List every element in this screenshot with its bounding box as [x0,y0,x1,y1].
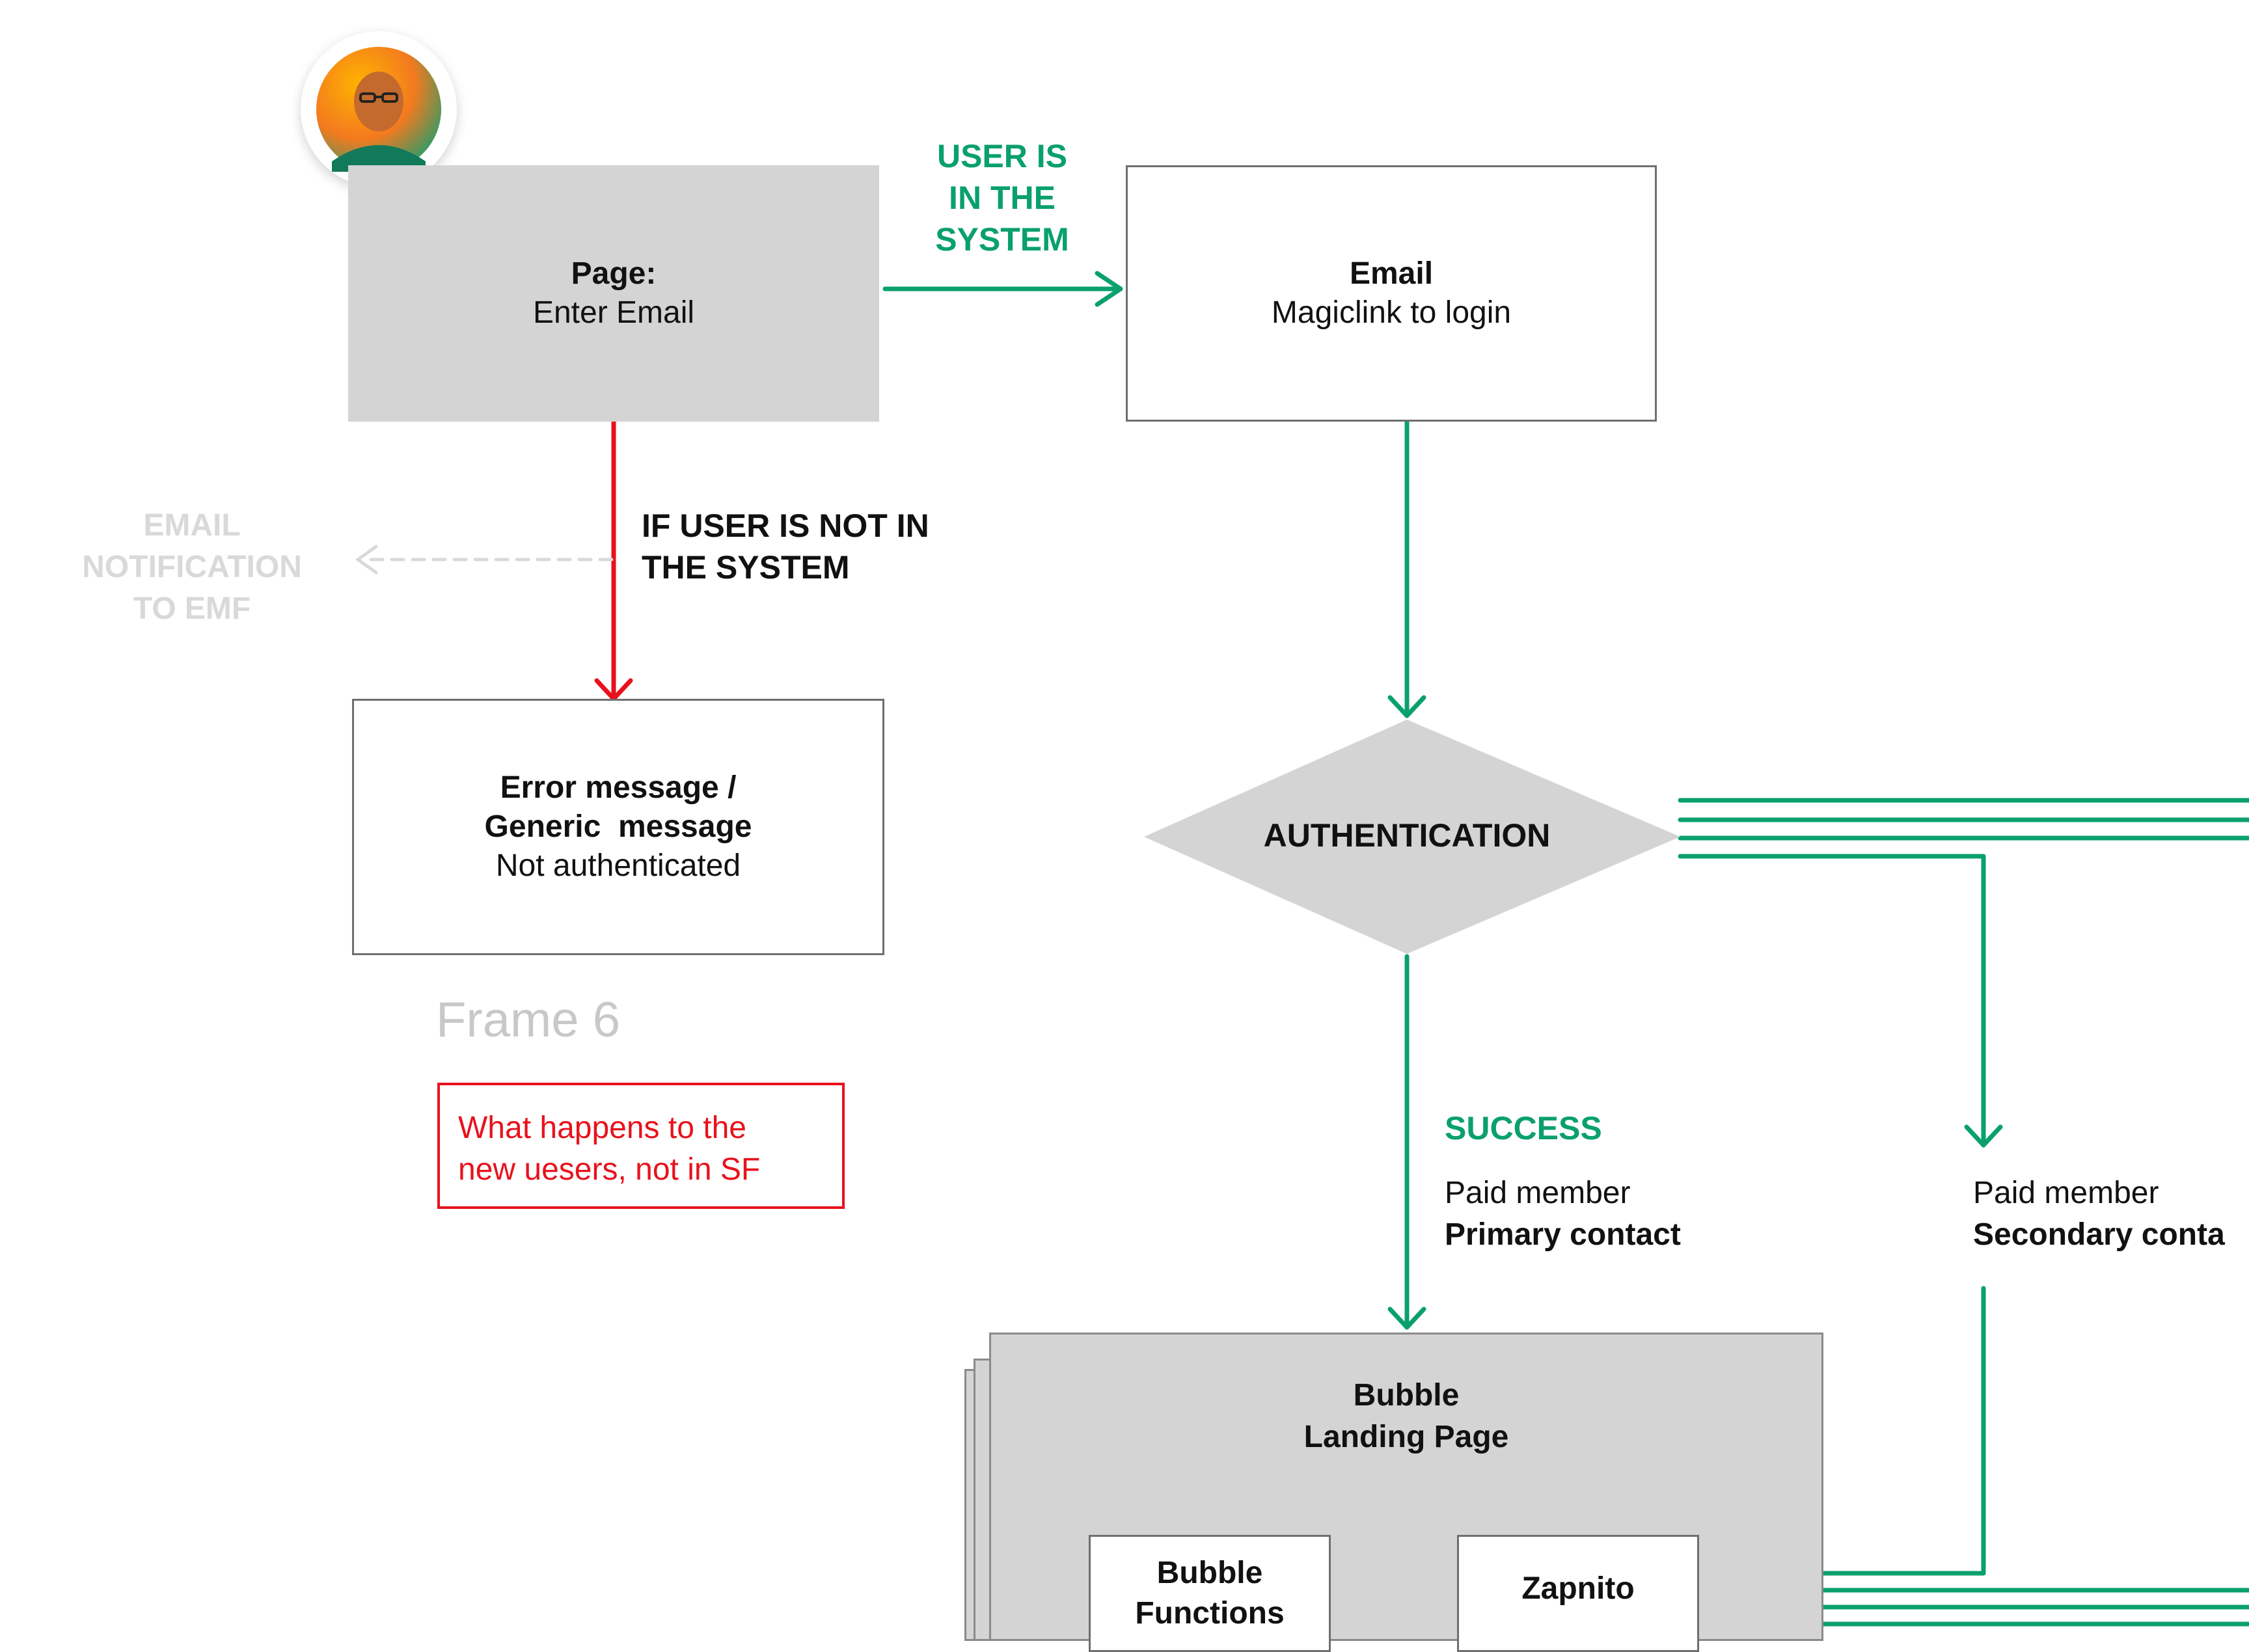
zapnito-label: Zapnito [1521,1571,1635,1606]
arrowhead-auth-icon [1387,695,1426,718]
title-line2: Landing Page [1303,1420,1509,1454]
bubble-landing-node[interactable]: Bubble Landing Page Bubble Functions Zap… [989,1333,1823,1652]
label-line1: Paid member [1973,1176,2159,1210]
edge-secondary-to-bubble [1820,1286,1986,1576]
error-message-node[interactable]: Error message / Generic message Not auth… [352,699,884,955]
node-title-line2: Generic message [484,809,752,844]
edge-label-line2: IN THE [949,180,1056,216]
edge-label-line1: IF USER IS NOT IN [642,508,929,544]
edge-label-line1: EMAIL [143,508,241,543]
authentication-diamond [1144,720,1680,954]
label-line2: Primary contact [1445,1217,1681,1252]
arrowhead-email-icon [1095,271,1123,307]
zapnito-node[interactable]: Zapnito [1457,1535,1699,1652]
primary-contact-label: Paid member Primary contact [1445,1172,1809,1256]
bubble-landing-title: Bubble Landing Page [991,1375,1821,1458]
title-line1: Bubble [1353,1378,1460,1413]
arrowhead-secondary-icon [1964,1124,2003,1148]
node-subtitle: Enter Email [532,295,695,330]
node-title: Page: [571,256,657,291]
edge-label-line2: NOTIFICATION [82,550,302,584]
edge-label-user-in-system: USER IS IN THE SYSTEM [898,135,1106,260]
functions-line2: Functions [1135,1596,1285,1631]
label-line2: Secondary conta [1973,1217,2225,1252]
label-line1: Paid member [1445,1176,1631,1210]
functions-line1: Bubble [1156,1556,1263,1590]
arrowhead-bubble-icon [1387,1307,1426,1330]
edge-label-email-notification: EMAIL NOTIFICATION TO EMF [59,505,325,630]
avatar[interactable] [301,31,457,187]
node-subtitle: Not authenticated [495,848,741,883]
edge-auth-to-secondary [1678,854,1986,1148]
node-subtitle: Magiclink to login [1271,295,1512,330]
email-magiclink-node[interactable]: Email Magiclink to login [1126,165,1657,422]
note-line1: What happens to the [458,1111,746,1145]
edge-label-line3: SYSTEM [935,221,1069,258]
frame-label: Frame 6 [436,992,620,1048]
avatar-photo-icon [316,47,441,172]
edge-label-line1: USER IS [936,138,1068,174]
authentication-label: AUTHENTICATION [1263,817,1551,854]
success-label: SUCCESS [1445,1110,1602,1146]
edge-label-line2: THE SYSTEM [642,549,850,586]
edge-label-line3: TO EMF [133,591,251,626]
secondary-contact-label: Paid member Secondary conta [1973,1172,2249,1256]
note-box[interactable]: What happens to the new uesers, not in S… [437,1083,845,1209]
arrowhead-notification-icon [355,545,378,575]
node-title-line1: Error message / [500,770,737,805]
node-title: Email [1349,256,1434,291]
bubble-functions-node[interactable]: Bubble Functions [1089,1535,1331,1652]
note-line2: new uesers, not in SF [458,1152,761,1187]
enter-email-node[interactable]: Page: Enter Email [348,165,879,422]
edge-label-user-not-in-system: IF USER IS NOT IN THE SYSTEM [642,505,1045,588]
